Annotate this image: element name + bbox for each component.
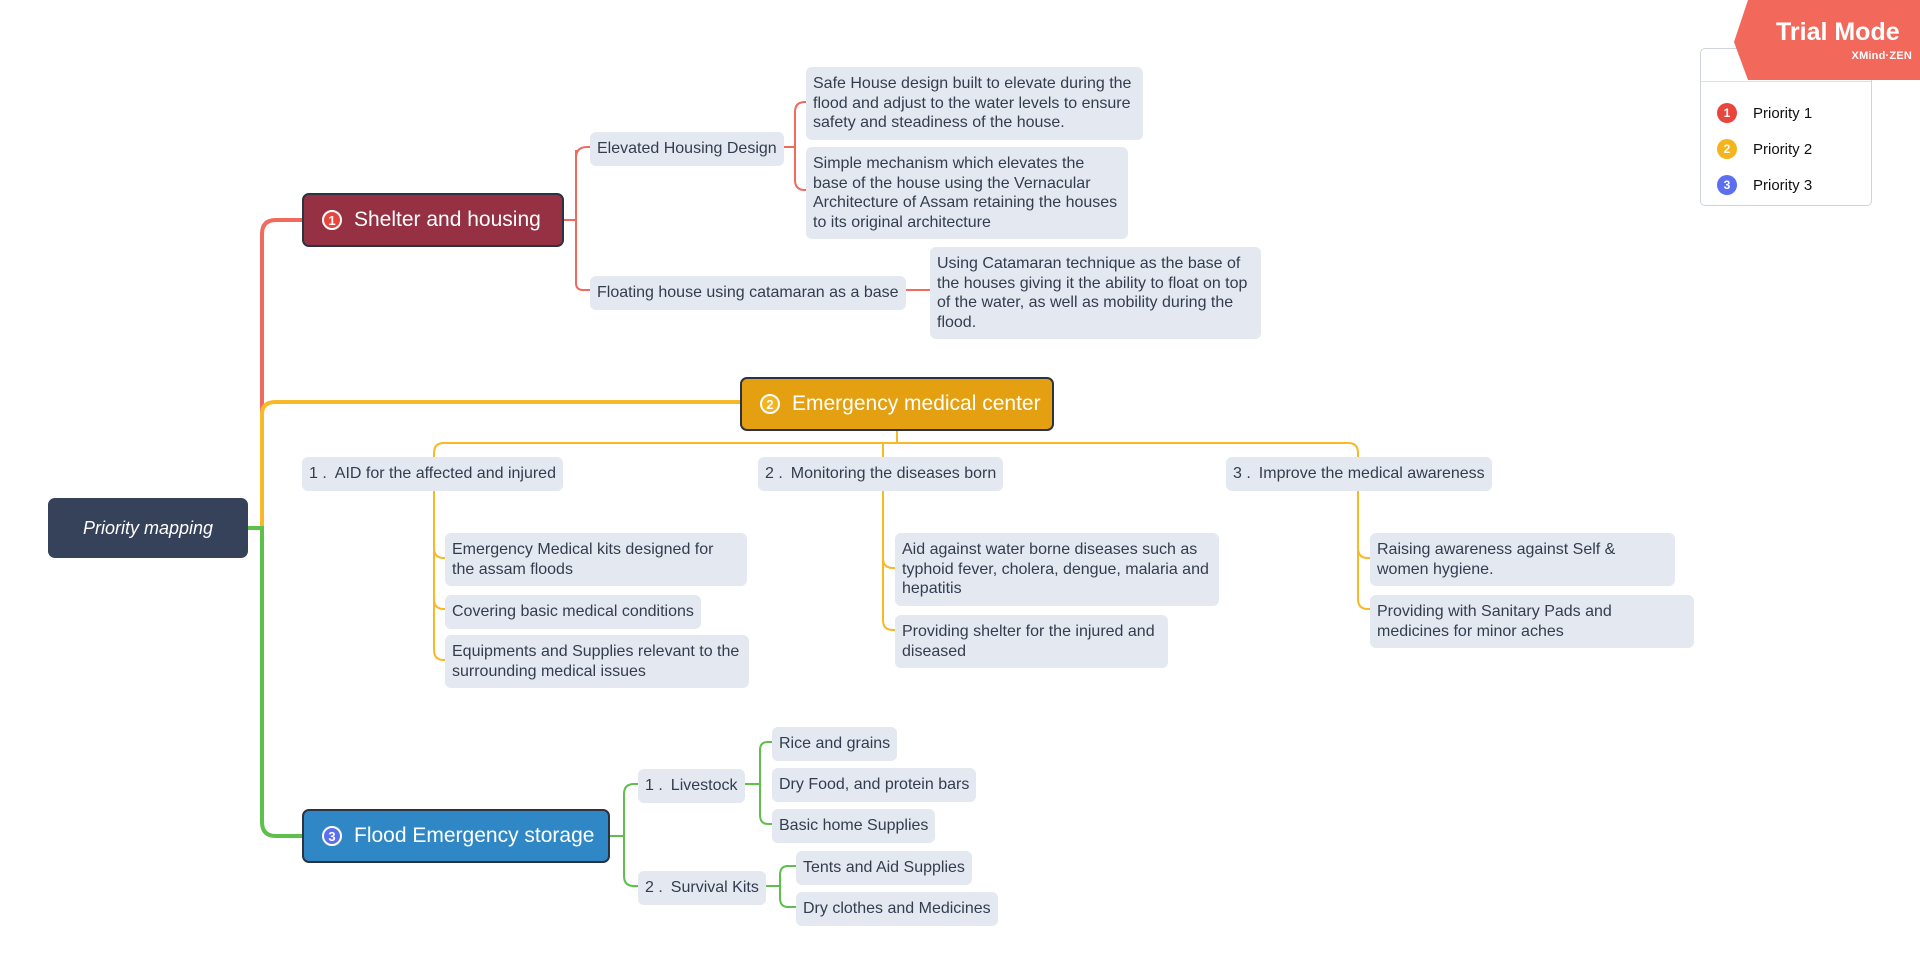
legend-item-priority-2: 2 Priority 2 (1717, 139, 1812, 159)
detail-water-borne[interactable]: Aid against water borne diseases such as… (895, 533, 1219, 606)
trial-mode-title: Trial Mode (1776, 18, 1900, 46)
subtopic-survival-kits[interactable]: 2 .Survival Kits (638, 871, 766, 905)
main-topic-shelter[interactable]: 1 Shelter and housing (302, 193, 564, 247)
detail-dry-clothes[interactable]: Dry clothes and Medicines (796, 892, 998, 926)
detail-shelter-injured[interactable]: Providing shelter for the injured and di… (895, 615, 1168, 668)
root-topic-label: Priority mapping (82, 517, 214, 538)
detail-medical-kits[interactable]: Emergency Medical kits designed for the … (445, 533, 747, 586)
trunk-red (246, 218, 306, 530)
root-topic[interactable]: Priority mapping (48, 498, 248, 558)
detail-raising-awareness[interactable]: Raising awareness against Self & women h… (1370, 533, 1675, 586)
priority-2-icon: 2 (760, 394, 780, 414)
detail-sanitary-pads[interactable]: Providing with Sanitary Pads and medicin… (1370, 595, 1694, 648)
main-topic-storage[interactable]: 3 Flood Emergency storage (302, 809, 610, 863)
subtopic-elevated-housing[interactable]: Elevated Housing Design (590, 132, 784, 166)
trial-mode-brand: XMind·ZEN (1851, 50, 1912, 62)
detail-tents-aid[interactable]: Tents and Aid Supplies (796, 851, 972, 885)
priority-1-icon: 1 (1717, 103, 1737, 123)
legend-item-priority-3: 3 Priority 3 (1717, 175, 1812, 195)
trial-mode-banner[interactable]: Trial Mode XMind·ZEN (1734, 0, 1920, 80)
trunk-green (246, 526, 306, 838)
main-topic-label: Flood Emergency storage (354, 824, 595, 847)
detail-dry-food[interactable]: Dry Food, and protein bars (772, 768, 977, 802)
detail-safe-house[interactable]: Safe House design built to elevate durin… (806, 67, 1143, 140)
detail-catamaran[interactable]: Using Catamaran technique as the base of… (930, 247, 1261, 339)
trunk-orange (246, 400, 744, 530)
detail-simple-mechanism[interactable]: Simple mechanism which elevates the base… (806, 147, 1128, 239)
priority-3-icon: 3 (322, 826, 342, 846)
subtopic-monitoring-diseases[interactable]: 2 .Monitoring the diseases born (758, 457, 1004, 491)
detail-equipments-supplies[interactable]: Equipments and Supplies relevant to the … (445, 635, 749, 688)
priority-3-icon: 3 (1717, 175, 1737, 195)
subtopic-livestock[interactable]: 1 .Livestock (638, 769, 745, 803)
main-topic-medical[interactable]: 2 Emergency medical center (740, 377, 1054, 431)
subtopic-medical-awareness[interactable]: 3 .Improve the medical awareness (1226, 457, 1492, 491)
priority-1-icon: 1 (322, 210, 342, 230)
subtopic-aid-affected[interactable]: 1 .AID for the affected and injured (302, 457, 563, 491)
detail-home-supplies[interactable]: Basic home Supplies (772, 809, 936, 843)
legend-item-priority-1: 1 Priority 1 (1717, 103, 1812, 123)
legend-divider (1701, 81, 1871, 82)
subtopic-floating-house[interactable]: Floating house using catamaran as a base (590, 276, 906, 310)
main-topic-label: Shelter and housing (354, 208, 541, 231)
main-topic-label: Emergency medical center (792, 392, 1041, 415)
detail-basic-conditions[interactable]: Covering basic medical conditions (445, 595, 701, 629)
detail-rice-grains[interactable]: Rice and grains (772, 727, 898, 761)
priority-2-icon: 2 (1717, 139, 1737, 159)
